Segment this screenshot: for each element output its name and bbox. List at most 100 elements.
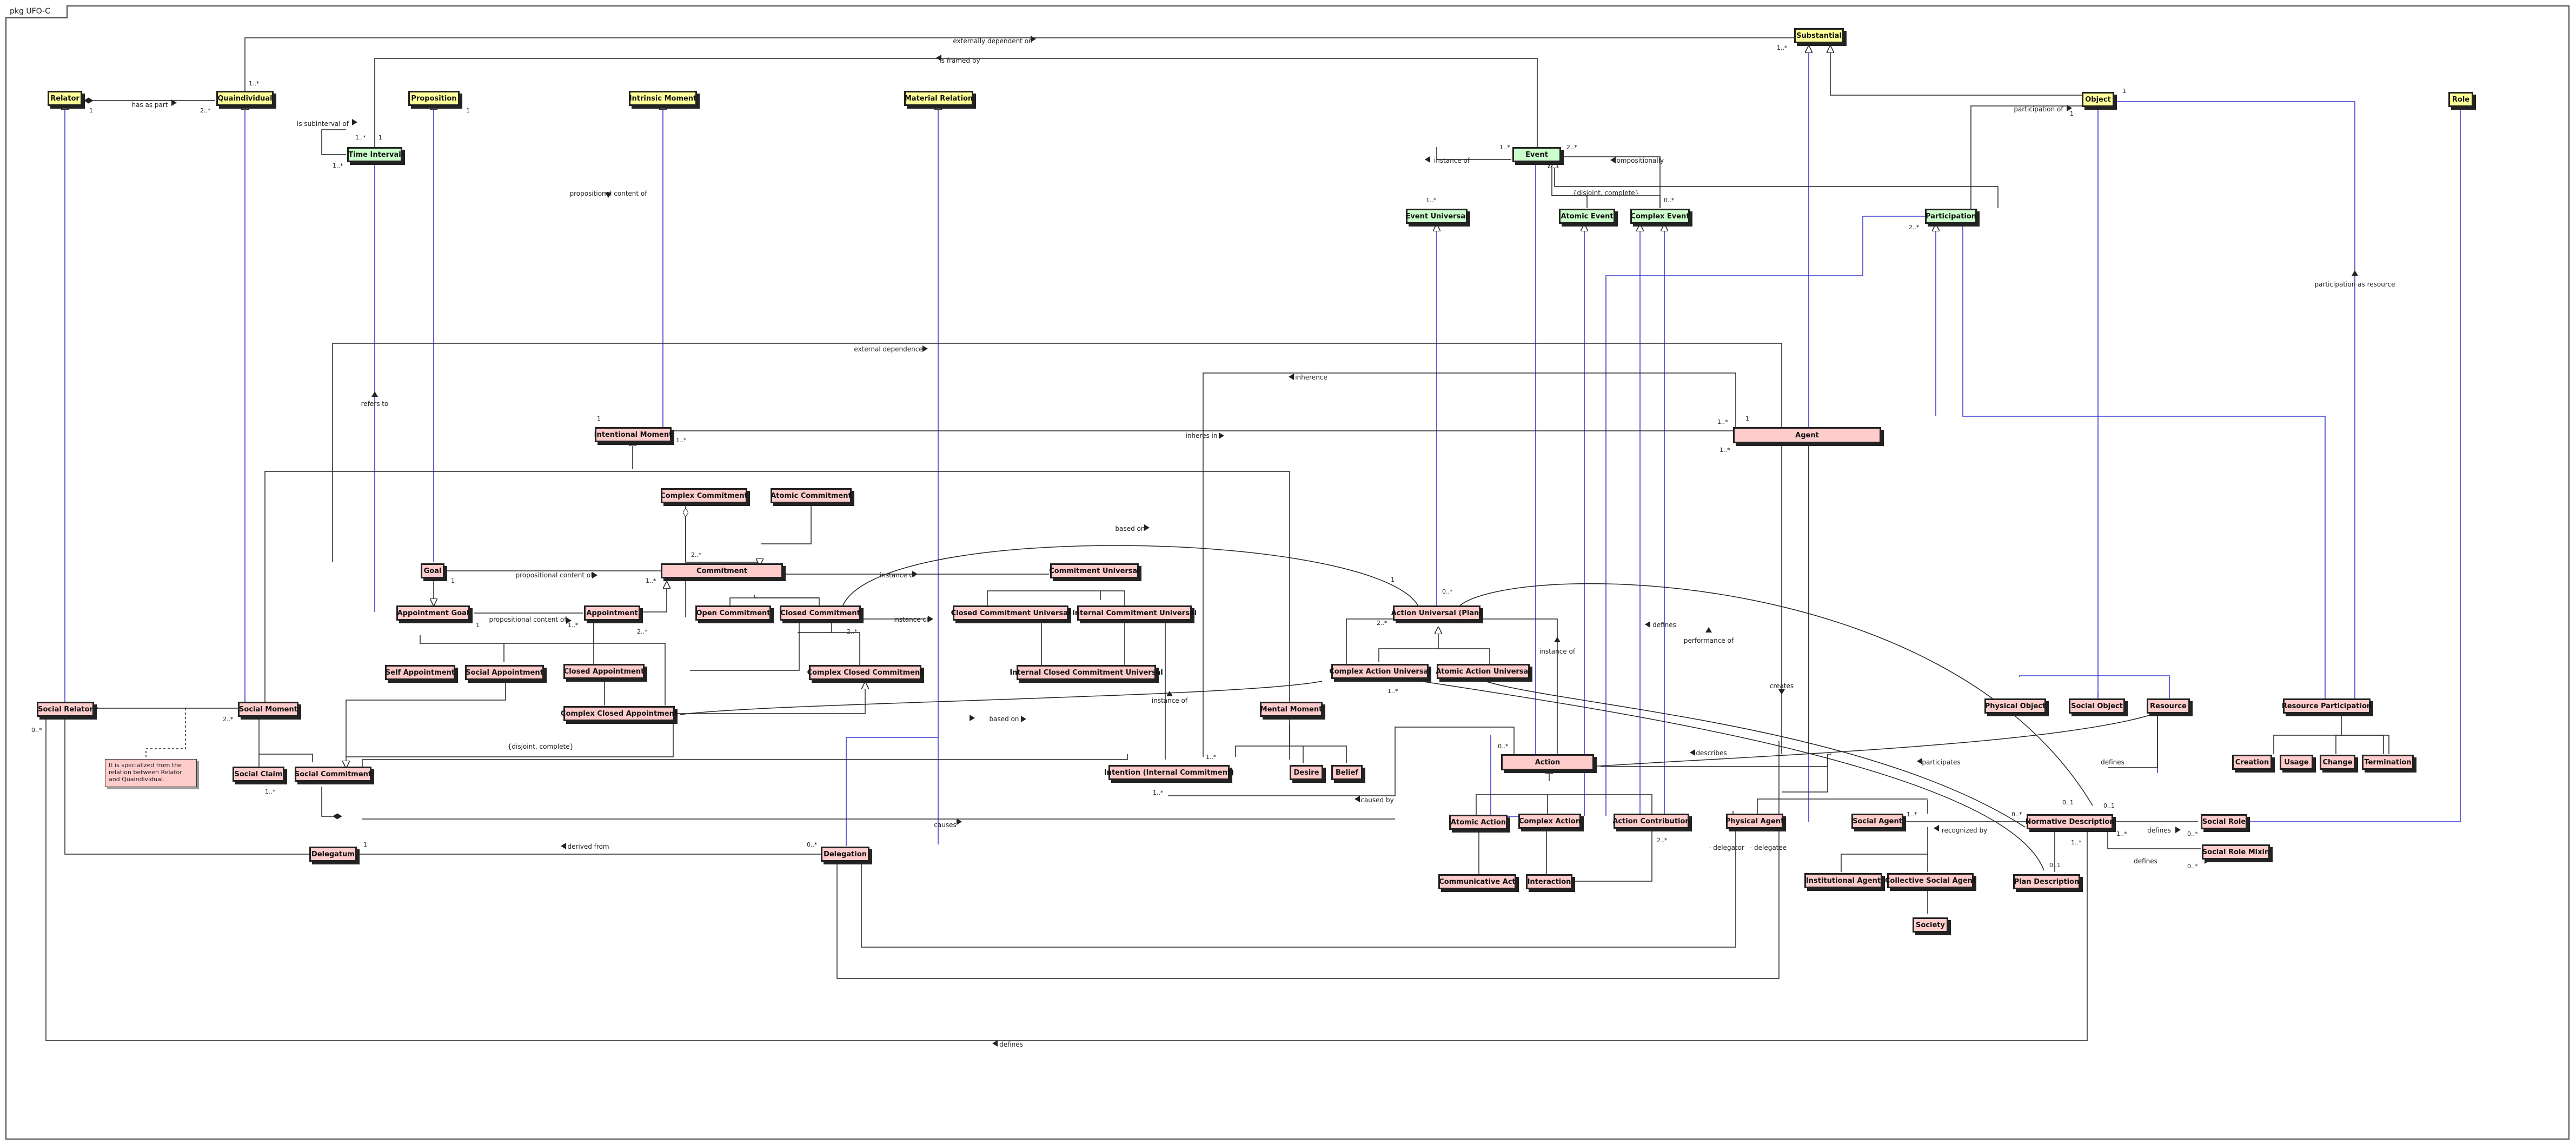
mult: 1 — [379, 134, 382, 141]
mult: 2..* — [1909, 224, 1920, 231]
class-social-role[interactable]: Social Role — [2201, 814, 2247, 829]
class-time-interval[interactable]: Time Interval — [347, 147, 402, 162]
note-specialization: It is specialized from the relation betw… — [105, 759, 197, 787]
mult: 0..1 — [2062, 799, 2074, 806]
class-creation[interactable]: Creation — [2232, 755, 2272, 770]
label-refers-to: refers to — [361, 400, 389, 408]
class-appointment-goal[interactable]: Appointment Goal — [396, 605, 470, 621]
class-social-appointment[interactable]: Social Appointment — [465, 665, 544, 680]
package-frame — [5, 5, 2570, 1140]
class-internal-closed-commitment-universal[interactable]: Internal Closed Commitment Universal — [1010, 665, 1163, 680]
label-instance-of-closed: instance of — [893, 616, 930, 623]
label-defines-social-role-mixin: defines — [2134, 857, 2157, 865]
class-physical-object[interactable]: Physical Object — [1984, 698, 2046, 714]
class-intentional-moment[interactable]: Intentional Moment — [594, 427, 672, 442]
class-event-universal[interactable]: Event Universal — [1405, 209, 1468, 224]
class-goal[interactable]: Goal — [421, 563, 444, 578]
mult: 2..* — [691, 551, 702, 558]
class-closed-commitment[interactable]: Closed Commitment — [780, 605, 861, 621]
label-inherence: inherence — [1295, 374, 1327, 381]
mult: 1..* — [333, 162, 343, 169]
class-atomic-action[interactable]: Atomic Action — [1449, 815, 1508, 830]
class-desire[interactable]: Desire — [1290, 765, 1323, 780]
mult: 1..* — [1717, 418, 1728, 425]
class-plan-description[interactable]: Plan Description — [2013, 874, 2080, 889]
class-appointment[interactable]: Appointment — [584, 605, 640, 621]
class-social-agent[interactable]: Social Agent — [1851, 814, 1903, 829]
class-complex-closed-appointment[interactable]: Complex Closed Appointment — [561, 706, 678, 721]
class-physical-agent[interactable]: Physical Agent — [1725, 814, 1784, 829]
class-quaindividual[interactable]: Quaindividual — [216, 91, 274, 106]
mult: 1 — [1391, 576, 1395, 583]
class-communicative-act[interactable]: Communicative Act — [1438, 874, 1516, 889]
class-substantial[interactable]: Substantial — [1794, 28, 1844, 43]
mult: 1 — [2122, 88, 2126, 95]
mult: 1..* — [676, 437, 687, 444]
class-mental-moment[interactable]: Mental Moment — [1260, 702, 1323, 717]
class-intention[interactable]: Intention (Internal Commitment) — [1104, 765, 1234, 780]
mult: 0..* — [1498, 743, 1509, 750]
class-atomic-commitment[interactable]: Atomic Commitment — [771, 488, 852, 503]
label-describes: describes — [1696, 749, 1727, 757]
class-self-appointment[interactable]: Self Appointment — [385, 665, 455, 680]
class-commitment[interactable]: Commitment — [661, 563, 783, 578]
class-closed-commitment-universal[interactable]: Closed Commitment Universal — [951, 605, 1070, 621]
mult: 1 — [451, 577, 455, 584]
class-delegation[interactable]: Delegation — [821, 847, 869, 862]
mult: 1..* — [1206, 754, 1217, 761]
mult: 1..* — [249, 80, 260, 87]
class-social-relator[interactable]: Social Relator — [37, 702, 94, 717]
class-atomic-action-universal[interactable]: Atomic Action Universal — [1436, 664, 1531, 679]
class-participation[interactable]: Participation — [1925, 209, 1977, 224]
class-internal-commitment-universal[interactable]: Internal Commitment Universal — [1072, 605, 1197, 621]
class-complex-action-universal[interactable]: Complex Action Universal — [1329, 664, 1431, 679]
mult: 1..* — [1907, 811, 1917, 818]
class-termination[interactable]: Termination — [2362, 755, 2414, 770]
class-complex-commitment[interactable]: Complex Commitment — [660, 488, 748, 503]
class-social-claim[interactable]: Social Claim — [233, 767, 284, 782]
class-action-universal-plan[interactable]: Action Universal (Plan) — [1391, 605, 1482, 621]
class-material-relation[interactable]: Material Relation — [904, 91, 973, 106]
class-collective-social-agent[interactable]: Collective Social Agent — [1885, 873, 1976, 888]
class-action-contribution[interactable]: Action Contribution — [1612, 814, 1690, 829]
class-interaction[interactable]: Interaction — [1526, 874, 1572, 889]
mult: 1..* — [265, 788, 276, 795]
class-action[interactable]: Action — [1501, 754, 1594, 770]
label-causes: causes — [934, 821, 957, 829]
class-proposition[interactable]: Proposition — [408, 91, 460, 106]
class-open-commitment[interactable]: Open Commitment — [695, 605, 771, 621]
class-agent[interactable]: Agent — [1733, 427, 1881, 443]
class-complex-closed-commitment[interactable]: Complex Closed Commitment — [807, 665, 923, 680]
class-delegatum[interactable]: Delegatum — [309, 847, 357, 862]
label-participation-of: participation of — [2014, 105, 2063, 113]
class-object[interactable]: Object — [2082, 92, 2114, 107]
class-role[interactable]: Role — [2448, 92, 2473, 107]
class-society[interactable]: Society — [1913, 917, 1948, 933]
class-social-object[interactable]: Social Object — [2069, 698, 2125, 714]
class-resource[interactable]: Resource — [2147, 698, 2190, 714]
class-event[interactable]: Event — [1512, 147, 1561, 162]
class-change[interactable]: Change — [2320, 755, 2355, 770]
mult: 1 — [363, 841, 367, 848]
class-belief[interactable]: Belief — [1331, 765, 1363, 780]
class-relator[interactable]: Relator — [48, 91, 82, 106]
label-recognized-by: recognized by — [1941, 827, 1988, 834]
class-institutional-agent[interactable]: Institutional Agent — [1804, 873, 1882, 888]
label-participates: participates — [1922, 758, 1961, 766]
class-commitment-universal[interactable]: Commitment Universal — [1049, 563, 1140, 578]
class-social-commitment[interactable]: Social Commitment — [295, 767, 371, 782]
class-resource-participation[interactable]: Resource Participation — [2282, 698, 2372, 714]
class-atomic-event[interactable]: Atomic Event — [1559, 209, 1615, 224]
label-defines-right: defines — [2101, 758, 2124, 766]
class-normative-description[interactable]: Normative Description — [2025, 814, 2115, 829]
label-instance-of-intention: instance of — [1151, 697, 1188, 704]
class-complex-action[interactable]: Complex Action — [1518, 814, 1581, 829]
mult: 1..* — [355, 134, 366, 141]
class-social-role-mixin[interactable]: Social Role Mixin — [2202, 844, 2270, 860]
class-social-moment[interactable]: Social Moment — [238, 702, 298, 717]
class-closed-appointment[interactable]: Closed Appointment — [563, 664, 645, 679]
mult: 1..* — [2071, 839, 2082, 846]
class-usage[interactable]: Usage — [2280, 755, 2313, 770]
class-intrinsic-moment[interactable]: Intrinsic Moment — [629, 91, 697, 106]
class-complex-event[interactable]: Complex Event — [1630, 209, 1690, 224]
